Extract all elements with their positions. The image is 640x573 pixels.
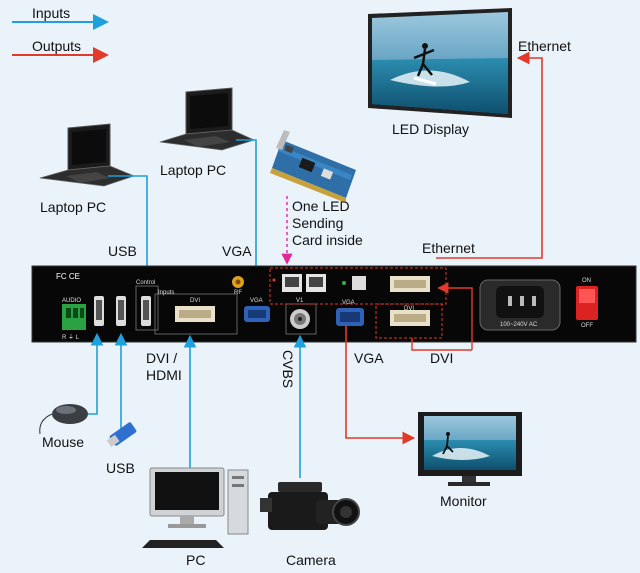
legend-outputs-label: Outputs <box>32 38 82 54</box>
usb-stick-image <box>106 422 137 448</box>
panel-rf: RF <box>234 290 242 296</box>
laptop-left-image <box>39 123 136 187</box>
dvi-hdmi-label-2: HDMI <box>146 367 182 383</box>
dvi-internal-line <box>411 338 472 351</box>
laptop-left-label: Laptop PC <box>40 199 107 215</box>
panel-vga-in: VGA <box>250 298 263 304</box>
camera-image <box>260 482 360 530</box>
pc-label: PC <box>186 552 206 568</box>
sending-card-image <box>270 130 356 203</box>
panel-inputs-tag: Inputs <box>158 290 175 296</box>
camera-label: Camera <box>286 552 336 568</box>
panel-dvi-in: DVI <box>190 298 201 304</box>
panel-fc-ce: FC CE <box>56 272 80 281</box>
monitor-image <box>418 412 522 486</box>
mouse-label: Mouse <box>42 434 85 450</box>
led-display-image <box>368 8 512 118</box>
card-label-line1: One LED <box>292 198 350 214</box>
panel-power-rating: 100~240V AC <box>500 322 538 328</box>
laptop-mid-label: Laptop PC <box>160 162 227 178</box>
vga-top-label: VGA <box>222 243 252 259</box>
ethernet-mid-label: Ethernet <box>422 240 475 256</box>
panel-audio: AUDIO <box>62 298 82 304</box>
mouse-image <box>39 404 88 435</box>
led-display-label: LED Display <box>392 121 470 137</box>
panel-vga-out: VGA <box>342 300 355 306</box>
usb-bottom-label: USB <box>106 460 135 476</box>
card-label-line3: Card inside <box>292 232 363 248</box>
panel-off: OFF <box>581 323 593 329</box>
mouse-input-line <box>84 332 104 415</box>
cvbs-label: CVBS <box>280 350 296 389</box>
monitor-label: Monitor <box>440 493 487 509</box>
card-label-line2: Sending <box>292 215 344 231</box>
device-front-panel <box>31 265 637 343</box>
laptop-mid-image <box>159 87 256 151</box>
panel-dvi-out: DVI <box>404 306 415 312</box>
panel-control: Control <box>136 280 156 286</box>
dvi-out-label: DVI <box>430 350 454 366</box>
usb-input-line <box>108 175 154 280</box>
pc-image <box>142 467 249 548</box>
vga-input-line <box>236 139 263 300</box>
usb-top-label: USB <box>108 243 137 259</box>
ethernet-top-label: Ethernet <box>518 38 571 54</box>
panel-v1: V1 <box>296 298 304 304</box>
panel-lr: R ⏚ L <box>62 335 80 341</box>
panel-on: ON <box>582 278 591 284</box>
ethernet-output-line <box>436 51 543 259</box>
legend-inputs-label: Inputs <box>32 5 71 21</box>
dvi-internal-line-2 <box>437 282 473 350</box>
vga-output-line <box>345 326 416 445</box>
dvi-hdmi-label-1: DVI / <box>146 350 178 366</box>
vga-out-label: VGA <box>354 350 384 366</box>
